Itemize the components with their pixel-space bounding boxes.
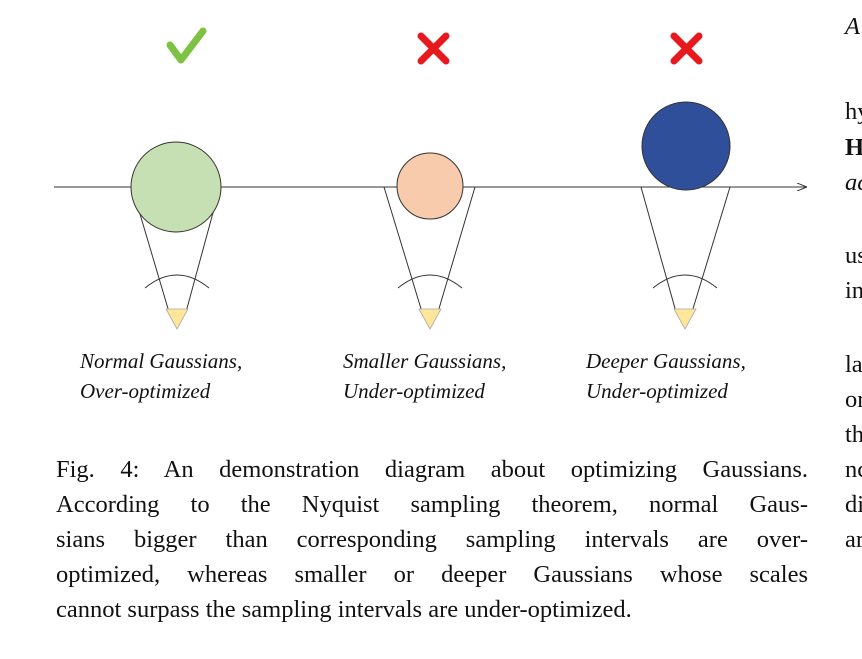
panel-label-smaller: Smaller Gaussians, Under-optimized <box>343 346 506 406</box>
caption-line: Fig. 4: An demonstration diagram about o… <box>56 456 808 483</box>
right-column-fragment: in <box>845 277 862 304</box>
panel-label-line2: Under-optimized <box>586 379 728 403</box>
frustum-line-left <box>383 186 423 313</box>
fov-arc <box>144 274 210 289</box>
caption-line: According to the Nyquist sampling theore… <box>56 491 808 518</box>
panel-label-line2: Over-optimized <box>80 379 211 403</box>
panel-label-deeper: Deeper Gaussians, Under-optimized <box>586 346 746 406</box>
panel-normal <box>130 27 222 330</box>
right-column-fragment: ac <box>845 169 862 196</box>
panel-label-normal: Normal Gaussians, Over-optimized <box>80 346 242 406</box>
camera-icon <box>165 308 189 330</box>
figure-caption: Fig. 4: An demonstration diagram about o… <box>56 452 808 627</box>
right-column-fragment: us <box>845 242 862 269</box>
right-column-fragment: la <box>845 351 862 378</box>
frustum-line-right <box>691 186 731 313</box>
right-column-fragment: ar <box>845 526 862 553</box>
caption-line: optimized, whereas smaller or deeper Gau… <box>56 561 808 588</box>
fov-arc <box>397 274 463 289</box>
frustum-line-left <box>640 186 677 313</box>
panel-label-line1: Deeper Gaussians, <box>586 349 746 373</box>
frustum-line-right <box>437 186 476 313</box>
right-column-fragment: di <box>845 491 862 518</box>
panel-label-line1: Normal Gaussians, <box>80 349 243 373</box>
camera-icon <box>673 308 697 330</box>
gaussian-deeper <box>641 101 731 191</box>
camera-icon <box>418 308 442 330</box>
cross-icon <box>670 32 703 65</box>
panel-smaller <box>383 32 476 330</box>
right-column-fragment: or <box>845 386 862 413</box>
gaussian-diagram <box>54 27 820 330</box>
right-column-fragment: H <box>845 134 862 161</box>
right-column-fragment: A <box>845 13 860 40</box>
cross-icon <box>417 32 450 65</box>
gaussian-normal <box>130 141 222 233</box>
right-column-fragment: hy <box>845 98 862 125</box>
right-column-fragment: th <box>845 421 862 448</box>
panel-label-line1: Smaller Gaussians, <box>343 349 507 373</box>
caption-line: cannot surpass the sampling intervals ar… <box>56 596 632 623</box>
caption-line: sians bigger than corresponding sampling… <box>56 526 808 553</box>
panel-label-line2: Under-optimized <box>343 379 485 403</box>
check-icon <box>166 27 207 64</box>
right-column-fragment: nc <box>845 456 862 483</box>
gaussian-smaller <box>396 152 464 220</box>
panel-deeper <box>640 32 731 330</box>
fov-arc <box>652 274 718 289</box>
